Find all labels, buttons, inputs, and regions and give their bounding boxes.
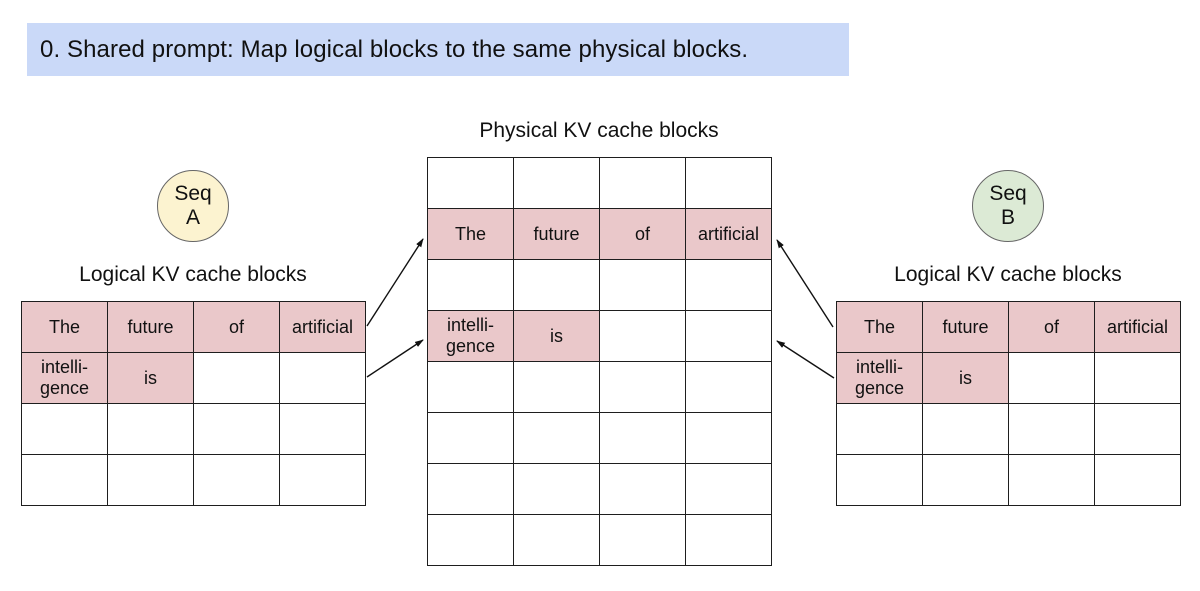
empty-cell — [107, 454, 194, 506]
token-cell: artificial — [685, 208, 772, 260]
empty-cell — [599, 361, 686, 413]
empty-cell — [599, 157, 686, 209]
empty-cell — [1008, 352, 1095, 404]
token-cell: artificial — [1094, 301, 1181, 353]
token-cell: artificial — [279, 301, 366, 353]
title-banner-text: 0. Shared prompt: Map logical blocks to … — [40, 35, 749, 63]
table-row — [21, 403, 366, 455]
empty-cell — [279, 352, 366, 404]
physical-title: Physical KV cache blocks — [479, 119, 719, 142]
empty-cell — [427, 514, 514, 566]
arrow-seq-a-block0 — [366, 238, 424, 327]
seq-a-label: Seq A — [174, 182, 212, 229]
empty-cell — [21, 403, 108, 455]
table-row — [21, 454, 366, 506]
empty-cell — [427, 463, 514, 515]
empty-cell — [513, 463, 600, 515]
token-cell: of — [193, 301, 280, 353]
empty-cell — [599, 514, 686, 566]
logical-b-title: Logical KV cache blocks — [894, 263, 1122, 286]
title-banner: 0. Shared prompt: Map logical blocks to … — [27, 23, 849, 76]
token-cell: intelli- gence — [836, 352, 923, 404]
empty-cell — [513, 514, 600, 566]
empty-cell — [599, 463, 686, 515]
arrow-seq-a-block1 — [366, 339, 424, 378]
empty-cell — [836, 454, 923, 506]
empty-cell — [513, 412, 600, 464]
token-cell: future — [513, 208, 600, 260]
empty-cell — [193, 403, 280, 455]
arrow-seq-b-block1 — [776, 340, 835, 379]
empty-cell — [513, 157, 600, 209]
empty-cell — [922, 403, 1009, 455]
empty-cell — [599, 310, 686, 362]
empty-cell — [513, 259, 600, 311]
token-cell: future — [107, 301, 194, 353]
table-row — [427, 463, 772, 515]
empty-cell — [685, 463, 772, 515]
empty-cell — [193, 454, 280, 506]
token-cell: intelli- gence — [21, 352, 108, 404]
arrow-seq-b-block0 — [776, 239, 834, 328]
token-cell: is — [513, 310, 600, 362]
empty-cell — [21, 454, 108, 506]
empty-cell — [685, 259, 772, 311]
empty-cell — [836, 403, 923, 455]
seq-a-badge: Seq A — [157, 170, 229, 242]
table-row — [427, 259, 772, 311]
empty-cell — [685, 514, 772, 566]
empty-cell — [1008, 454, 1095, 506]
empty-cell — [279, 454, 366, 506]
empty-cell — [685, 412, 772, 464]
token-cell: of — [1008, 301, 1095, 353]
logical-a-title: Logical KV cache blocks — [79, 263, 307, 286]
table-row — [427, 514, 772, 566]
empty-cell — [685, 157, 772, 209]
empty-cell — [279, 403, 366, 455]
empty-cell — [599, 259, 686, 311]
empty-cell — [685, 361, 772, 413]
token-cell: of — [599, 208, 686, 260]
table-row — [836, 454, 1181, 506]
empty-cell — [427, 412, 514, 464]
token-cell: future — [922, 301, 1009, 353]
table-row — [427, 412, 772, 464]
empty-cell — [427, 361, 514, 413]
empty-cell — [1094, 403, 1181, 455]
token-cell: The — [21, 301, 108, 353]
empty-cell — [513, 361, 600, 413]
empty-cell — [107, 403, 194, 455]
empty-cell — [1094, 352, 1181, 404]
token-cell: intelli- gence — [427, 310, 514, 362]
empty-cell — [427, 259, 514, 311]
empty-cell — [193, 352, 280, 404]
token-cell: is — [107, 352, 194, 404]
seq-b-badge: Seq B — [972, 170, 1044, 242]
empty-cell — [1094, 454, 1181, 506]
token-cell: The — [427, 208, 514, 260]
table-row — [836, 403, 1181, 455]
empty-cell — [1008, 403, 1095, 455]
table-row — [427, 361, 772, 413]
empty-cell — [685, 310, 772, 362]
seq-b-label: Seq B — [989, 182, 1027, 229]
table-row — [427, 157, 772, 209]
empty-cell — [599, 412, 686, 464]
empty-cell — [922, 454, 1009, 506]
token-cell: is — [922, 352, 1009, 404]
empty-cell — [427, 157, 514, 209]
token-cell: The — [836, 301, 923, 353]
